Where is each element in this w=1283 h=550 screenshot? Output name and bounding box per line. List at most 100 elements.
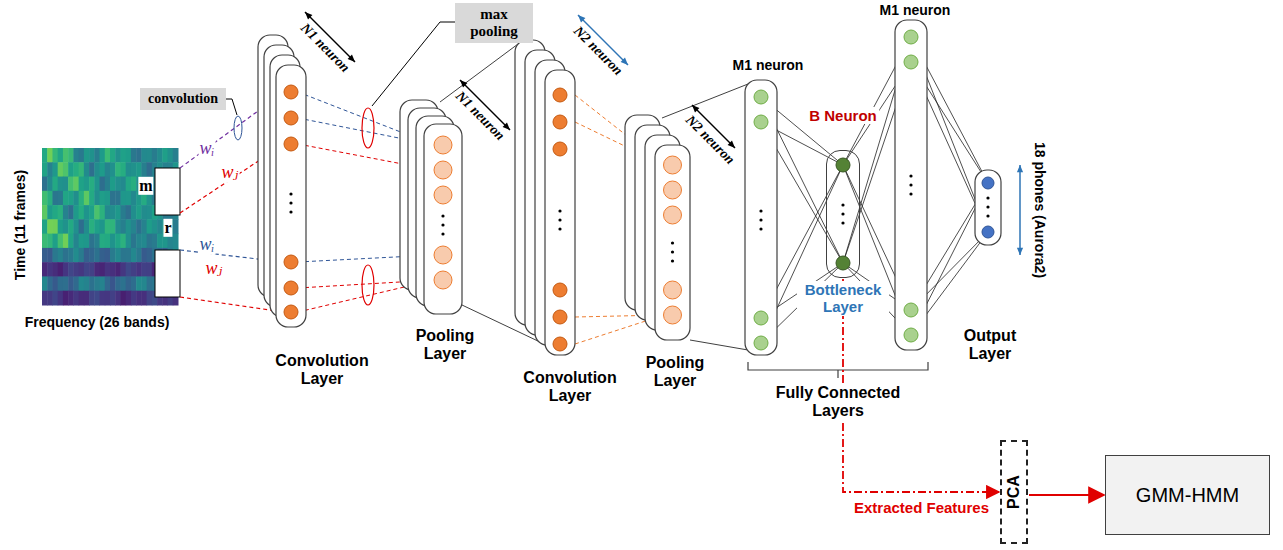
spectrogram-cell (63, 148, 69, 163)
spectrogram-cell (100, 205, 106, 220)
spectrogram-cell (115, 219, 121, 234)
spectrogram-cell (136, 205, 142, 220)
neuron (982, 226, 994, 238)
spectrogram-cell (73, 248, 79, 263)
spectrogram-cell (63, 162, 69, 177)
spectrogram-cell (120, 234, 126, 249)
spectrogram-cell (115, 248, 121, 263)
spectrogram-cell (94, 234, 100, 249)
spectrogram-cell (152, 148, 158, 163)
spectrogram-cell (126, 148, 132, 163)
spectrogram-cell (47, 177, 53, 192)
spectrogram-cell (89, 219, 95, 234)
spectrogram-cell (58, 219, 64, 234)
spectrogram-cell (100, 291, 106, 306)
neuron (553, 142, 567, 156)
group-name: Fully Connected Layers (767, 384, 909, 421)
neuron (982, 177, 994, 189)
spectrogram-cell (94, 276, 100, 291)
neuron (553, 283, 567, 297)
spectrogram-cell (68, 148, 74, 163)
spectrogram-cell (52, 162, 58, 177)
spectrogram-cell (63, 219, 69, 234)
neuron (664, 306, 682, 324)
spectrogram-cell (47, 276, 53, 291)
node-text: B Neuron (807, 107, 879, 124)
layer-map (545, 70, 575, 355)
spectrogram-cell (79, 148, 85, 163)
spectrogram-cell (79, 234, 85, 249)
spectrogram-cell (79, 262, 85, 277)
spectrogram-cell (131, 219, 137, 234)
spectrogram-cell (110, 248, 116, 263)
spectrogram-cell (168, 148, 174, 163)
spectrogram-cell (52, 291, 58, 306)
layer-link (662, 84, 748, 118)
spectrogram-cell (42, 248, 48, 263)
spectrogram-cell (147, 219, 153, 234)
ellipsis-dot (441, 223, 444, 226)
spectrogram-cell (105, 177, 111, 192)
spectrogram-cell (94, 148, 100, 163)
spectrogram-cell (105, 248, 111, 263)
spectrogram-cell (136, 248, 142, 263)
neuron (754, 115, 768, 129)
spectrogram-cell (84, 276, 90, 291)
weight-label: wᵢ (199, 138, 216, 159)
spectrogram-cell (63, 262, 69, 277)
neuron (553, 115, 567, 129)
spectrogram-cell (105, 191, 111, 206)
spectrogram-cell (100, 276, 106, 291)
kernel-window (155, 168, 180, 215)
spectrogram-cell (126, 191, 132, 206)
ellipsis-dot (558, 209, 561, 212)
spectrogram-cell (120, 162, 126, 177)
spectrogram-cell (63, 177, 69, 192)
spectrogram-cell (42, 219, 48, 234)
spectrogram-cell (42, 205, 48, 220)
spectrogram-cell (120, 276, 126, 291)
ellipsis-dot (986, 214, 989, 217)
spectrogram-cell (147, 262, 153, 277)
spectrogram-cell (47, 234, 53, 249)
neuron-count: M1 neuron (879, 2, 952, 18)
spectrogram-cell (63, 291, 69, 306)
spectrogram-cell (58, 162, 64, 177)
spectrogram-cell (42, 162, 48, 177)
spectrogram-cell (58, 291, 64, 306)
spectrogram-cell (84, 248, 90, 263)
spectrogram-cell (105, 162, 111, 177)
spectrogram-cell (173, 148, 179, 163)
spectrogram-cell (136, 234, 142, 249)
spectrogram-cell (120, 291, 126, 306)
spectrogram-cell (73, 219, 79, 234)
ellipsis-dot (759, 209, 762, 212)
layer-name: Pooling Layer (412, 327, 478, 364)
spectrogram-cell (120, 248, 126, 263)
neuron (284, 255, 298, 269)
node-text: GMM-HMM (1136, 484, 1239, 507)
spectrogram-cell (136, 219, 142, 234)
layer-map (745, 80, 777, 355)
spectrogram-cell (47, 262, 53, 277)
spectrogram-cell (157, 148, 163, 163)
spectrogram-cell (115, 148, 121, 163)
spectrogram-cell (68, 205, 74, 220)
spectrogram-cell (173, 219, 179, 234)
dimension-arrow (1019, 165, 1021, 255)
spectrogram-cell (73, 262, 79, 277)
spectrogram-cell (52, 191, 58, 206)
spectrogram-cell (84, 148, 90, 163)
dimension-arrow-head (305, 12, 312, 19)
spectrogram-cell (100, 248, 106, 263)
spectrogram-cell (115, 177, 121, 192)
spectrogram-cell (120, 177, 126, 192)
spectrogram-cell (79, 162, 85, 177)
neuron (434, 161, 452, 179)
spectrogram-cell (52, 205, 58, 220)
spectrogram-cell (52, 148, 58, 163)
ellipsis-dot (558, 227, 561, 230)
ellipsis-dot (289, 192, 292, 195)
neuron (553, 337, 567, 351)
spectrogram-cell (131, 262, 137, 277)
